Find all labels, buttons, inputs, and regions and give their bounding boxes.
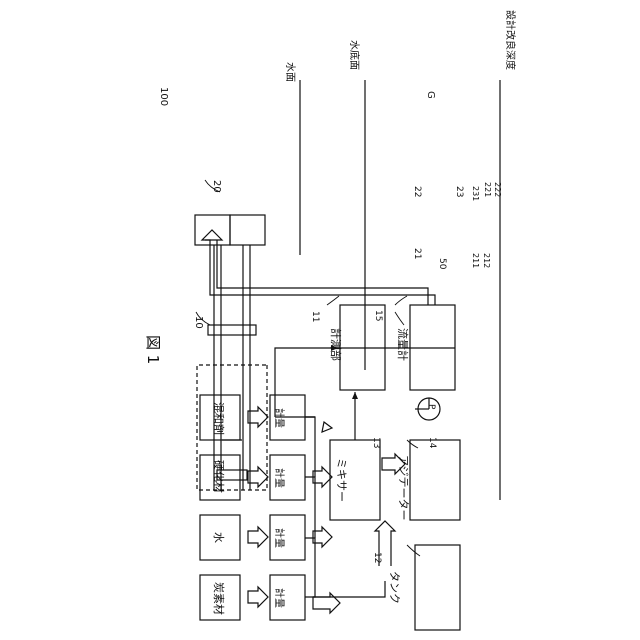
meter-label-4: 計量 (273, 408, 286, 428)
mixer-label: ミキサー (335, 458, 348, 502)
admixture-label: 混和剤 (212, 402, 226, 435)
ref-21: 21 (412, 248, 422, 259)
ref-231: 231 (471, 186, 480, 201)
figure-title: 図 1 (144, 335, 162, 364)
ref-13: 13 (371, 437, 381, 448)
system-ref-label: 10 (193, 316, 204, 329)
pump-label: P (426, 404, 436, 410)
ref-222: 222 (493, 182, 502, 197)
ref-15: 15 (373, 310, 383, 321)
ref-221: 221 (483, 182, 492, 197)
ref-20: 20 (211, 180, 222, 193)
tank-box (415, 545, 460, 630)
tank-label: タンク (388, 571, 401, 604)
machine-head-left (230, 215, 265, 245)
water-label: 水 (212, 532, 225, 543)
meter-label-2: 計量 (273, 528, 286, 548)
water-surface-label: 水面 (284, 62, 296, 82)
flowmeter-label: 流量計 (396, 328, 410, 361)
ref-211: 211 (471, 253, 480, 268)
ref-14: 14 (427, 437, 437, 449)
ref-11: 11 (310, 311, 320, 322)
ref-22: 22 (412, 186, 422, 197)
source-to-meter-arrows (248, 407, 268, 607)
measure-unit-label: 計測部 (329, 328, 343, 361)
meter-label-3: 計量 (273, 468, 286, 488)
overall-ref-label: 100 (158, 87, 169, 106)
ref-212: 212 (482, 253, 491, 268)
pipe-lines (202, 230, 435, 305)
meter-label-1: 計量 (273, 588, 286, 608)
ref-12: 12 (372, 552, 382, 563)
agitator-box (410, 440, 460, 520)
hardener-label: 硬化材 (212, 460, 226, 493)
rod-collar (208, 325, 256, 335)
carbon-label: 炭素材 (212, 582, 226, 615)
design-depth-label: 設計改良深度 (504, 10, 517, 70)
ref-23: 23 (454, 186, 464, 197)
ground-label: G (425, 91, 436, 99)
water-bottom-label: 水底面 (348, 40, 361, 70)
agitator-label: アジテーター (397, 455, 410, 521)
ref-50: 50 (437, 258, 447, 270)
